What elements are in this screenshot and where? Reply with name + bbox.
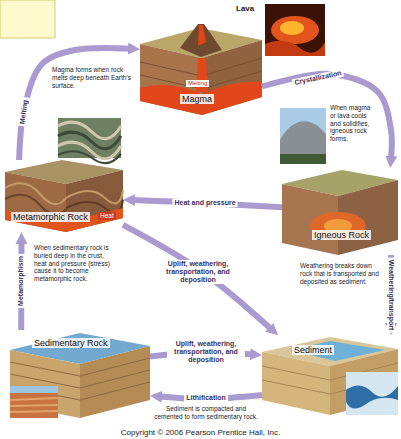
sediment-block <box>262 337 398 415</box>
block-label: Magma <box>180 94 214 104</box>
block-label-box: Metamorphic Rock <box>11 212 90 222</box>
rock-stage-block: Magma <box>140 20 262 115</box>
description-text: Weathering breaks down rock that is tran… <box>300 262 380 285</box>
note-panel <box>0 0 55 38</box>
description-text: When magma or lava cools and solidifies,… <box>330 104 378 143</box>
block-label-box: Sediment <box>292 345 334 355</box>
arrow-label-box: Weathering/transport <box>387 258 395 333</box>
description-text: Sediment is compacted and cemented to fo… <box>152 405 260 421</box>
block-label-box: Sedimentary Rock <box>32 338 110 348</box>
block-label: Sedimentary Rock <box>32 338 110 348</box>
note-box: When magma or lava cools and solidifies,… <box>330 104 378 143</box>
block-label-box: Igneous Rock <box>312 230 371 240</box>
cycle-arrow <box>19 48 131 160</box>
note-box: When sedimentary rock is buried deep in … <box>34 244 114 283</box>
block-label-box: Magma <box>180 94 214 104</box>
note-box: Melting <box>186 80 209 87</box>
granite-dome-photo <box>280 108 326 164</box>
arrow-label-box: Lithification <box>184 394 228 402</box>
process-label: Lithification <box>184 394 228 402</box>
process-label: Heat and pressure <box>172 199 237 207</box>
cycle-arrow <box>123 225 271 329</box>
igneous-block <box>282 170 398 255</box>
note-box: Copyright © 2006 Pearson Prentice Hall, … <box>121 428 280 438</box>
note-box: Sediment is compacted and cemented to fo… <box>152 405 260 421</box>
arrow-label-box: Metamorphism <box>17 254 25 308</box>
lava-photo <box>265 4 325 56</box>
process-label: Uplift, weathering, transportation, and … <box>167 340 245 364</box>
block-label: Sediment <box>292 345 334 355</box>
description-text: Magma forms when rock melts deep beneath… <box>52 66 136 89</box>
arrow-label-box: Uplift, weathering, transportation, and … <box>167 340 245 364</box>
sedimentary-block <box>10 333 150 418</box>
rock-stage-block: Sedimentary Rock <box>10 330 150 418</box>
note-box: Heat <box>98 212 116 220</box>
process-label: Crystallization <box>292 69 344 88</box>
caption-label: Melting <box>186 80 209 87</box>
process-label: Melting <box>18 97 30 126</box>
process-label: Uplift, weathering, transportation, and … <box>159 260 237 284</box>
magma-block <box>140 24 262 115</box>
note-box: Magma forms when rock melts deep beneath… <box>52 66 136 89</box>
process-label: Weathering/transport <box>387 258 395 333</box>
arrow-label-box: Heat and pressure <box>172 199 237 207</box>
folded-rock-photo <box>58 118 121 163</box>
arrow-label-box: Melting <box>18 97 30 126</box>
process-label: Metamorphism <box>17 254 25 308</box>
block-label: Igneous Rock <box>312 230 371 240</box>
metamorphic-block <box>5 160 123 232</box>
caption-label: Copyright © 2006 Pearson Prentice Hall, … <box>121 428 280 438</box>
arrow-label-box: Uplift, weathering, transportation, and … <box>159 260 237 284</box>
rock-stage-block: Sediment <box>262 335 398 415</box>
description-text: When sedimentary rock is buried deep in … <box>34 244 114 283</box>
cycle-arrow <box>262 74 392 159</box>
rock-stage-block: Metamorphic Rock <box>5 160 123 232</box>
cycle-arrow <box>132 200 282 207</box>
caption-label: Heat <box>98 212 116 220</box>
note-box: Lava <box>236 4 254 14</box>
rock-stage-block: Igneous Rock <box>282 168 398 255</box>
caption-label: Lava <box>236 4 254 14</box>
arrow-label-box: Crystallization <box>292 69 344 88</box>
note-box: Weathering breaks down rock that is tran… <box>300 262 380 285</box>
block-label: Metamorphic Rock <box>11 212 90 222</box>
